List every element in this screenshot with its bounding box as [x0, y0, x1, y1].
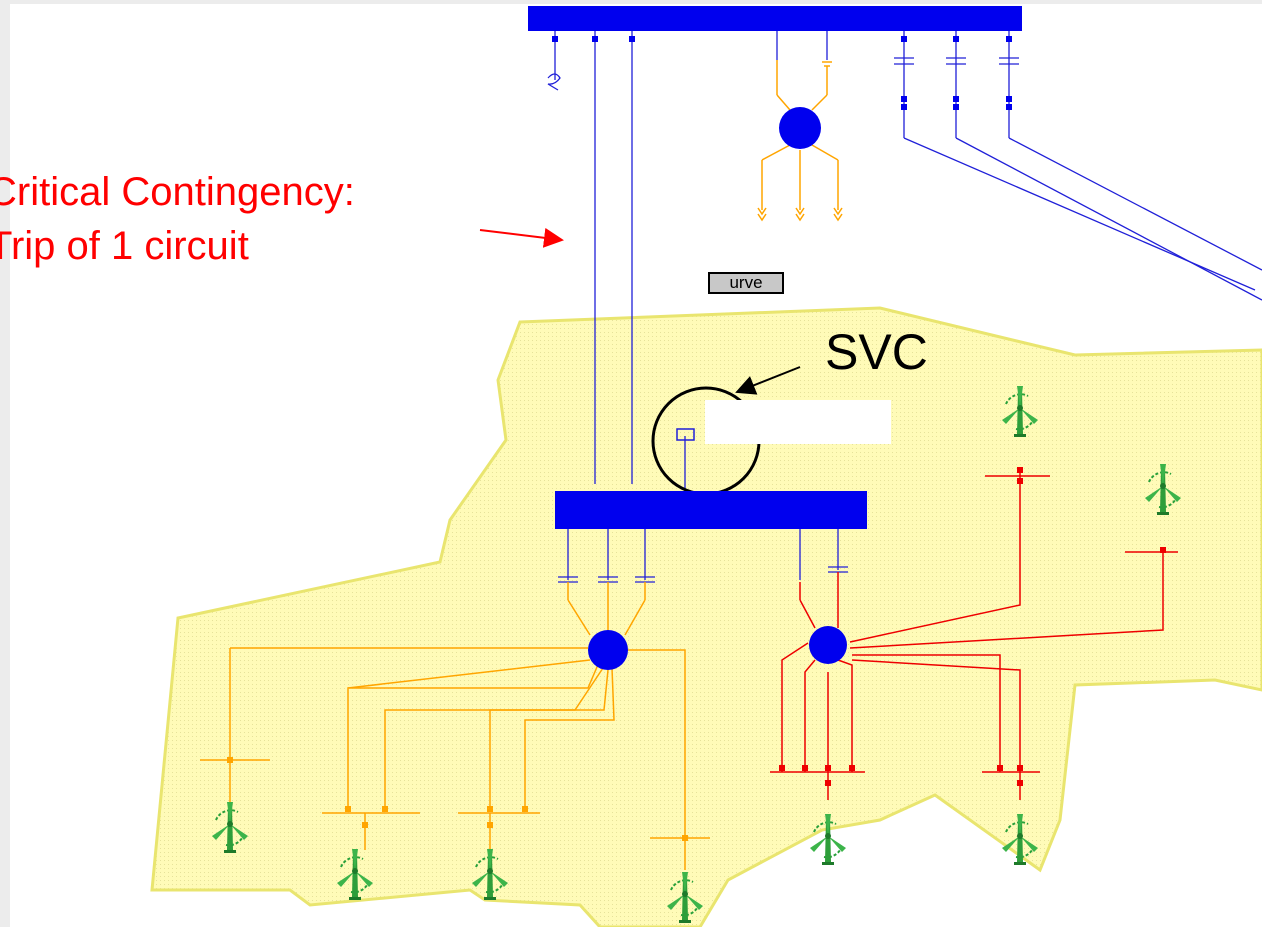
main-busbar[interactable] [555, 491, 867, 529]
breaker-markers [552, 36, 1012, 110]
window-frame-top [0, 0, 1262, 4]
contingency-arrow [479, 227, 564, 248]
curve-button[interactable]: urve [708, 272, 784, 294]
svc-annotation-label: SVC [825, 324, 928, 380]
upper-transformer-node[interactable] [757, 60, 843, 222]
svc-pointer-arrow [735, 366, 801, 395]
top-busbar[interactable] [528, 6, 1022, 31]
blank-label-box [705, 400, 891, 444]
top-bus-connections [547, 31, 1262, 484]
orange-collector-network [200, 582, 710, 870]
lower-left-transformer-node[interactable] [588, 630, 628, 670]
contingency-annotation-line1: Critical Contingency: [0, 170, 355, 214]
orange-breakers [227, 757, 688, 841]
contingency-annotation-line2: Trip of 1 circuit [0, 224, 249, 268]
window-frame-left [0, 0, 10, 927]
lower-right-transformer-node[interactable] [809, 626, 847, 664]
red-breakers [779, 467, 1166, 786]
